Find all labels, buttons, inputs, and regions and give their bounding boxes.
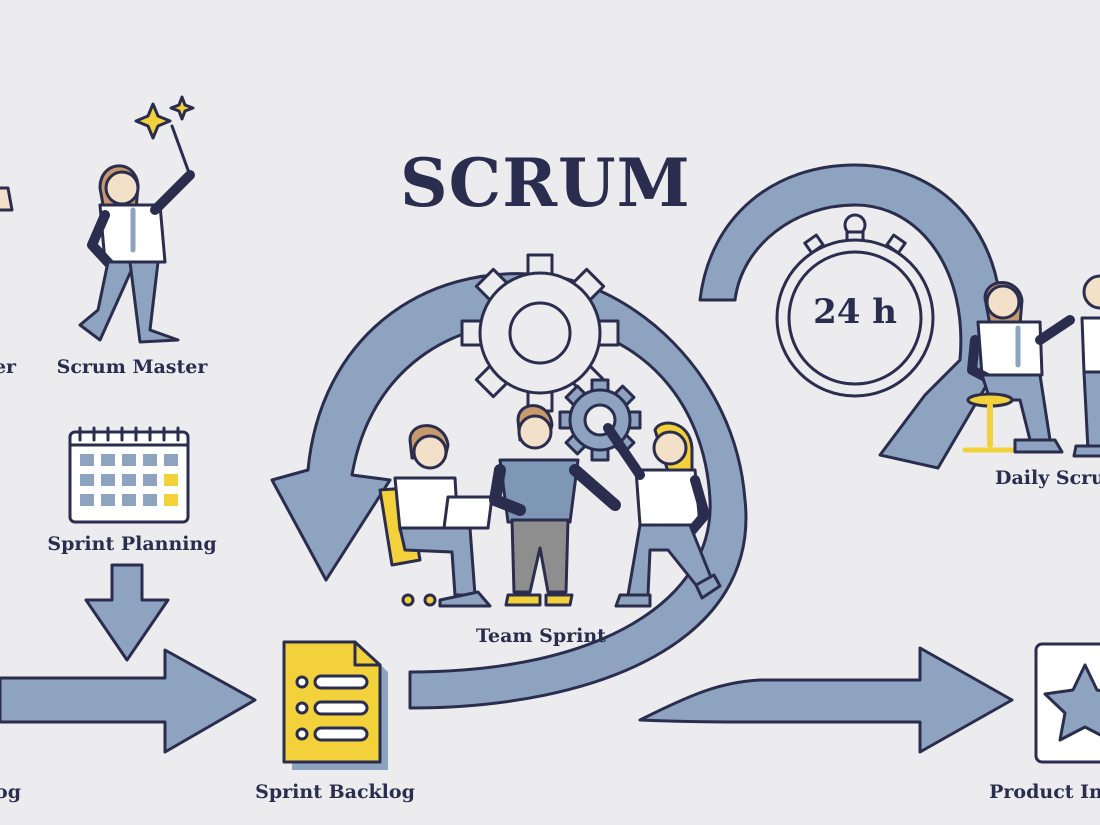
planning-down-arrow: [84, 563, 170, 662]
sprint-backlog-label: Sprint Backlog: [255, 781, 415, 803]
backlog-to-sprint-arrow: [0, 648, 257, 754]
calendar-grid: [80, 454, 178, 506]
sprint-to-increment-arrow: [638, 646, 1014, 754]
product-increment-star-icon: [1034, 642, 1100, 764]
sprint-backlog-document-icon: [282, 640, 388, 770]
product-owner-figure-partial: [0, 186, 14, 212]
scrum-master-label: Scrum Master: [56, 356, 208, 378]
sprint-planning-label: Sprint Planning: [47, 533, 217, 555]
team-member-figure: [603, 421, 722, 608]
scrum-master-figure: [78, 164, 195, 344]
product-backlog-label: og: [0, 781, 21, 803]
diagram-title: SCRUM: [400, 144, 691, 222]
stopwatch-icon: [775, 213, 935, 398]
product-increment-label: Product In: [989, 781, 1100, 803]
sparkle-icon: [134, 95, 195, 172]
team-lead-figure: [489, 404, 621, 607]
timer-label: 24 h: [813, 292, 897, 332]
team-developer-figure: [378, 424, 494, 608]
sprint-cycle-arrow: [270, 272, 748, 710]
daily-scrum-second-figure-partial: [1072, 274, 1100, 458]
team-sprint-label: Team Sprint: [476, 625, 606, 647]
small-gear-icon: [558, 378, 642, 462]
daily-scrum-label: Daily Scru: [995, 467, 1100, 489]
product-owner-label: er: [0, 356, 17, 378]
daily-scrum-figure: [962, 281, 1075, 454]
